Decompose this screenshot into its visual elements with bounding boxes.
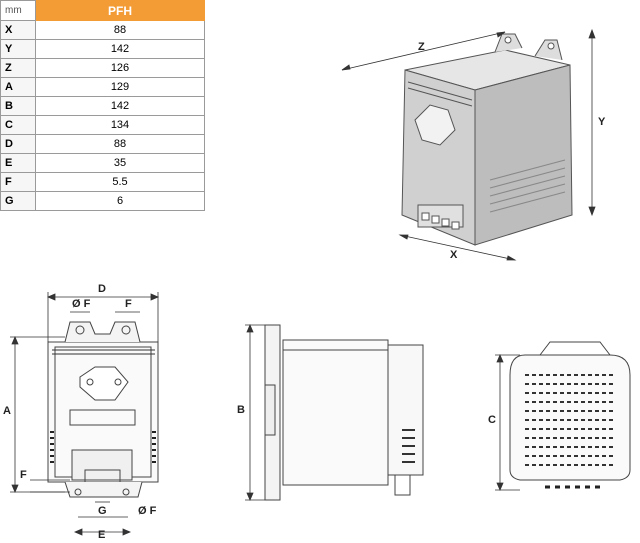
front-phi-f-top-label: Ø F [72, 298, 91, 310]
front-phi-f-bottom-label: Ø F [138, 505, 157, 517]
row-label: C [0, 115, 36, 135]
row-value: 126 [35, 58, 205, 78]
row-label: Z [0, 58, 36, 78]
row-value: 88 [35, 134, 205, 154]
row-label: B [0, 96, 36, 116]
row-label: F [0, 172, 36, 192]
iso-z-label: Z [418, 41, 425, 53]
row-value: 5.5 [35, 172, 205, 192]
row-value: 142 [35, 39, 205, 59]
back-view: C [488, 341, 631, 492]
row-label: G [0, 191, 36, 211]
unit-header: mm [0, 0, 36, 21]
row-value: 129 [35, 77, 205, 97]
isometric-view: Z Y X [341, 28, 606, 261]
model-header: PFH [35, 0, 205, 21]
iso-x-label: X [450, 249, 458, 261]
front-f-top-label: F [125, 298, 132, 310]
row-label: A [0, 77, 36, 97]
row-value: 134 [35, 115, 205, 135]
back-c-label: C [488, 414, 496, 426]
side-b-label: B [237, 404, 245, 416]
row-value: 35 [35, 153, 205, 173]
row-label: D [0, 134, 36, 154]
front-view: D Ø F F A F G Ø F E [3, 283, 160, 541]
row-value: 6 [35, 191, 205, 211]
front-g-label: G [98, 505, 107, 517]
row-value: 88 [35, 20, 205, 40]
iso-y-label: Y [598, 116, 606, 128]
row-label: E [0, 153, 36, 173]
front-f-side-label: F [20, 469, 27, 481]
front-d-label: D [98, 283, 106, 295]
front-e-label: E [98, 529, 105, 541]
table-header-row: mm PFH [0, 0, 205, 21]
row-label: Y [0, 39, 36, 59]
side-view: B [237, 323, 424, 502]
front-a-label: A [3, 405, 11, 417]
row-value: 142 [35, 96, 205, 116]
row-label: X [0, 20, 36, 40]
